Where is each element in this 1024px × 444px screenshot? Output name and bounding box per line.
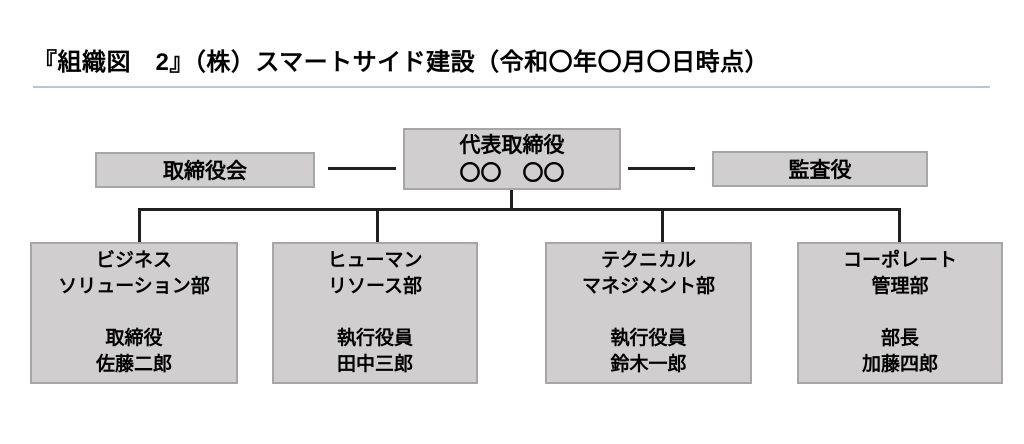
dept-name-line1: コーポレート: [842, 250, 957, 271]
ceo-name: 〇〇 〇〇: [459, 162, 565, 185]
dept-role: 執行役員: [336, 328, 413, 349]
connector-drop-dept-1: [138, 210, 141, 242]
dept-name-line1: ヒューマン: [327, 250, 423, 271]
connector-horizontal-bar: [138, 208, 901, 211]
connector-drop-dept-4: [898, 210, 901, 242]
dept-spacer: [274, 300, 476, 326]
connector-ceo-to-auditor: [628, 167, 695, 170]
ceo-box: 代表取締役 〇〇 〇〇: [403, 128, 621, 190]
dept-role: 執行役員: [610, 328, 687, 349]
ceo-title: 代表取締役: [459, 134, 565, 157]
dept-box-business-solution: ビジネス ソリューション部 取締役 佐藤二郎: [30, 242, 238, 384]
dept-name-line2: 管理部: [871, 276, 929, 297]
dept-name-line1: ビジネス: [95, 250, 172, 271]
dept-name-line2: ソリューション部: [58, 276, 210, 297]
connector-ceo-stem: [510, 190, 513, 209]
dept-box-human-resource: ヒューマン リソース部 執行役員 田中三郎: [272, 242, 478, 384]
connector-drop-dept-2: [376, 210, 379, 242]
auditor-label: 監査役: [788, 159, 852, 182]
dept-person: 佐藤二郎: [95, 354, 172, 375]
dept-person: 鈴木一郎: [610, 354, 687, 375]
dept-role: 部長: [880, 328, 919, 349]
dept-name-line1: テクニカル: [600, 250, 696, 271]
dept-box-corporate-admin: コーポレート 管理部 部長 加藤四郎: [797, 242, 1003, 384]
connector-board-to-ceo: [328, 167, 396, 170]
title-divider: [33, 86, 990, 88]
dept-role: 取締役: [105, 328, 163, 349]
dept-person: 田中三郎: [336, 354, 413, 375]
dept-name-line2: リソース部: [327, 276, 423, 297]
page-title: 『組織図 2』（株）スマートサイド建設（令和〇年〇月〇日時点）: [33, 49, 770, 76]
board-of-directors-label: 取締役会: [163, 160, 247, 183]
dept-box-technical-management: テクニカル マネジメント部 執行役員 鈴木一郎: [545, 242, 752, 384]
board-of-directors-box: 取締役会: [95, 152, 315, 188]
dept-spacer: [547, 300, 750, 326]
dept-spacer: [32, 300, 236, 326]
dept-spacer: [799, 300, 1001, 326]
auditor-box: 監査役: [712, 151, 928, 187]
dept-name-line2: マネジメント部: [581, 276, 715, 297]
dept-person: 加藤四郎: [861, 354, 938, 375]
connector-drop-dept-3: [661, 210, 664, 242]
